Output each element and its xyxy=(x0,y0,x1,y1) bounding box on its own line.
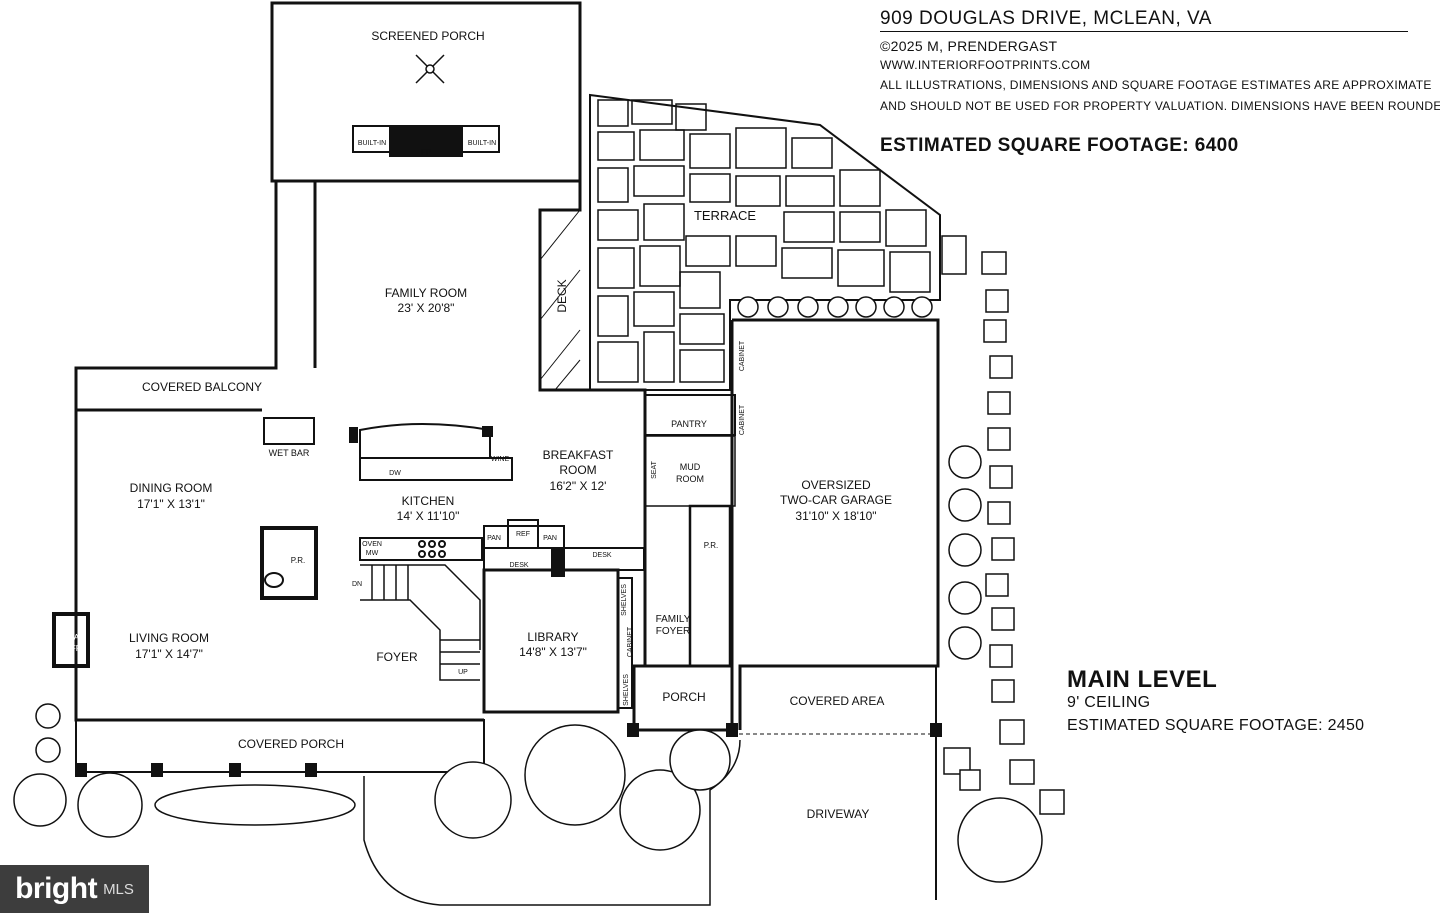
label-cabinet-3: CABINET xyxy=(627,626,634,657)
label-family-room-dims: 23' X 20'8" xyxy=(398,301,455,315)
label-pr-2: P.R. xyxy=(704,541,719,550)
label-garage-dims: 31'10" X 18'10" xyxy=(795,509,876,523)
label-driveway: DRIVEWAY xyxy=(807,807,870,821)
label-shelves-2: SHELVES xyxy=(623,674,630,706)
label-foyer: FOYER xyxy=(376,650,418,664)
address-title: 909 DOUGLAS DRIVE, MCLEAN, VA xyxy=(880,8,1212,29)
label-living-room: LIVING ROOM xyxy=(129,631,209,645)
ceiling-fan-icon xyxy=(415,54,445,84)
label-family-foyer-2: FOYER xyxy=(656,626,690,637)
logo-suffix: MLS xyxy=(103,880,134,898)
label-pr-1: P.R. xyxy=(291,556,306,565)
label-mud-room-2: ROOM xyxy=(676,474,704,484)
label-mud-room: MUD xyxy=(680,462,701,472)
label-covered-balcony: COVERED BALCONY xyxy=(142,380,262,394)
logo-brand: bright xyxy=(15,872,98,905)
label-dining-dims: 17'1" X 13'1" xyxy=(137,497,205,511)
label-pan-1: PAN xyxy=(487,535,501,542)
label-wet-bar: WET BAR xyxy=(269,448,310,458)
label-breakfast-2: ROOM xyxy=(559,463,596,477)
label-breakfast-dims: 16'2" X 12' xyxy=(550,479,607,493)
label-family-room: FAMILY ROOM xyxy=(385,286,467,300)
label-library: LIBRARY xyxy=(527,630,578,644)
label-seat: SEAT xyxy=(651,460,658,478)
label-cabinet-2: CABINET xyxy=(739,404,746,435)
level-ceiling: 9' CEILING xyxy=(1067,694,1151,711)
disclaimer-line-2: AND SHOULD NOT BE USED FOR PROPERTY VALU… xyxy=(880,99,1440,113)
label-mw: MW xyxy=(366,550,379,557)
disclaimer-line-1: ALL ILLUSTRATIONS, DIMENSIONS AND SQUARE… xyxy=(880,78,1432,92)
label-porch: PORCH xyxy=(662,690,705,704)
label-living-dims: 17'1" X 14'7" xyxy=(135,647,203,661)
label-desk-2: DESK xyxy=(509,562,528,569)
header-divider xyxy=(880,31,1408,32)
label-pantry: PANTRY xyxy=(671,419,707,429)
label-shelves-1: SHELVES xyxy=(621,584,628,616)
label-breakfast: BREAKFAST xyxy=(543,448,614,462)
landscape-shrubs xyxy=(13,235,1065,883)
label-covered-area: COVERED AREA xyxy=(790,694,885,708)
label-oven: OVEN xyxy=(362,541,382,548)
bright-mls-logo: bright MLS xyxy=(0,865,149,913)
level-name: MAIN LEVEL xyxy=(1067,666,1218,693)
website: WWW.INTERIORFOOTPRINTS.COM xyxy=(880,58,1091,72)
label-garage: OVERSIZED xyxy=(801,478,871,492)
label-desk-1: DESK xyxy=(592,552,611,559)
label-cabinet-1: CABINET xyxy=(739,340,746,371)
total-square-footage: ESTIMATED SQUARE FOOTAGE: 6400 xyxy=(880,135,1239,156)
label-wine: WINE xyxy=(491,456,510,463)
label-gas-fp: FP xyxy=(71,644,81,653)
stairs xyxy=(360,564,481,681)
label-kitchen-dims: 14' X 11'10" xyxy=(397,509,460,523)
label-garage-2: TWO-CAR GARAGE xyxy=(780,493,892,507)
label-dw: DW xyxy=(389,470,401,477)
level-square-footage: ESTIMATED SQUARE FOOTAGE: 2450 xyxy=(1067,717,1365,734)
label-dn: DN xyxy=(352,581,362,588)
label-deck: DECK xyxy=(555,279,569,312)
label-up: UP xyxy=(458,669,468,676)
deck-hatch xyxy=(539,209,581,391)
plan-walls xyxy=(52,1,942,906)
label-builtin-right: BUILT-IN xyxy=(468,140,496,147)
label-kitchen: KITCHEN xyxy=(402,494,455,508)
label-gas: GAS xyxy=(68,633,85,642)
label-ref: REF xyxy=(516,531,530,538)
label-builtin-left: BUILT-IN xyxy=(358,140,386,147)
label-covered-porch: COVERED PORCH xyxy=(238,737,344,751)
label-library-dims: 14'8" X 13'7" xyxy=(519,645,587,659)
label-terrace: TERRACE xyxy=(694,208,756,223)
label-dining-room: DINING ROOM xyxy=(130,481,213,495)
copyright: ©2025 M, PRENDERGAST xyxy=(880,38,1058,54)
label-family-foyer: FAMILY xyxy=(656,614,691,625)
label-screened-porch: SCREENED PORCH xyxy=(371,29,484,43)
label-fp: FP xyxy=(421,148,431,157)
screened-porch-walls xyxy=(270,1,582,183)
label-pan-2: PAN xyxy=(543,535,557,542)
